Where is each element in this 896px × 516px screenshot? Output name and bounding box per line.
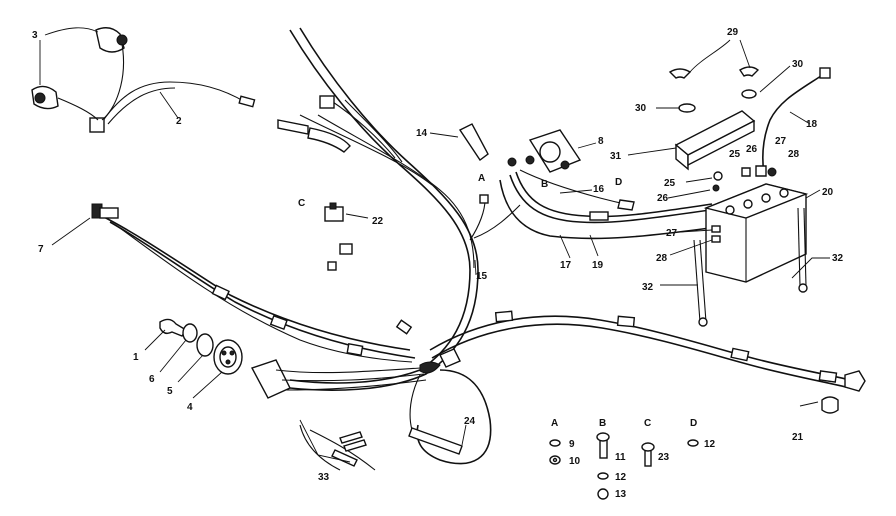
label-6: 6 bbox=[149, 374, 155, 385]
part-18-cable bbox=[762, 67, 831, 175]
leader-lines bbox=[39, 27, 830, 463]
label-2: 2 bbox=[176, 116, 182, 127]
label-17: 17 bbox=[560, 260, 572, 271]
label-22: 22 bbox=[372, 216, 384, 227]
label-30-top: 30 bbox=[792, 59, 804, 70]
letter-B-wire: B bbox=[541, 179, 548, 190]
label-29: 29 bbox=[727, 27, 739, 38]
label-4: 4 bbox=[187, 402, 193, 413]
harness-connector-block bbox=[250, 348, 461, 399]
right-harness-branch bbox=[429, 310, 866, 392]
label-12-b: 12 bbox=[615, 472, 627, 483]
label-3: 3 bbox=[32, 30, 38, 41]
letter-C-wire: C bbox=[298, 198, 305, 209]
label-25-left: 25 bbox=[664, 178, 676, 189]
label-7: 7 bbox=[38, 244, 44, 255]
label-23: 23 bbox=[658, 452, 670, 463]
label-18: 18 bbox=[806, 119, 818, 130]
label-20: 20 bbox=[822, 187, 834, 198]
label-26-left: 26 bbox=[657, 193, 669, 204]
label-28-top: 28 bbox=[788, 149, 800, 160]
letter-D-wire: D bbox=[615, 177, 622, 188]
label-24: 24 bbox=[464, 416, 476, 427]
label-32-right: 32 bbox=[832, 253, 844, 264]
battery-terminal-hardware bbox=[711, 165, 777, 243]
key-letter-D: D bbox=[690, 418, 697, 429]
part-20-battery bbox=[703, 183, 809, 283]
label-26-top: 26 bbox=[746, 144, 758, 155]
label-15: 15 bbox=[476, 271, 488, 282]
main-harness bbox=[289, 27, 521, 391]
label-27-top: 27 bbox=[775, 136, 787, 147]
label-8: 8 bbox=[598, 136, 604, 147]
label-33: 33 bbox=[318, 472, 330, 483]
part-labels: 3 2 7 1 6 5 4 14 8 A B D C 16 22 15 17 1… bbox=[32, 27, 844, 500]
label-25-top: 25 bbox=[729, 149, 741, 160]
label-16: 16 bbox=[593, 184, 605, 195]
label-13: 13 bbox=[615, 489, 627, 500]
part-33-fuse bbox=[299, 424, 376, 471]
part-31-bracket bbox=[668, 66, 760, 171]
label-27-left: 27 bbox=[666, 228, 678, 239]
left-harness-branch bbox=[99, 214, 416, 363]
label-31: 31 bbox=[610, 151, 622, 162]
hardware-key bbox=[549, 432, 699, 500]
label-14: 14 bbox=[416, 128, 428, 139]
part-7-connector bbox=[91, 203, 119, 219]
part-14-boot bbox=[458, 123, 489, 162]
part-2-lead bbox=[89, 81, 256, 133]
label-10: 10 bbox=[569, 456, 581, 467]
label-19: 19 bbox=[592, 260, 604, 271]
lower-harness-branch bbox=[408, 369, 492, 465]
letter-A-wire: A bbox=[478, 173, 485, 184]
key-letter-B: B bbox=[599, 418, 606, 429]
part-21-connector bbox=[821, 396, 839, 414]
switch-assembly bbox=[159, 318, 243, 375]
part-32-rods bbox=[693, 207, 808, 327]
label-28-left: 28 bbox=[656, 253, 668, 264]
label-32-left: 32 bbox=[642, 282, 654, 293]
harness-small-connectors bbox=[277, 95, 489, 271]
part-24 bbox=[461, 424, 467, 446]
part-3-lamps bbox=[31, 27, 128, 121]
part-22-switch bbox=[324, 202, 344, 222]
key-letter-A: A bbox=[551, 418, 558, 429]
label-12-d: 12 bbox=[704, 439, 716, 450]
label-1: 1 bbox=[133, 352, 139, 363]
label-5: 5 bbox=[167, 386, 173, 397]
label-11: 11 bbox=[615, 452, 626, 463]
part-8-solenoid bbox=[507, 129, 582, 173]
key-letter-C: C bbox=[644, 418, 651, 429]
label-21: 21 bbox=[792, 432, 804, 443]
label-30-left: 30 bbox=[635, 103, 647, 114]
label-9: 9 bbox=[569, 439, 575, 450]
battery-cables bbox=[499, 169, 713, 240]
